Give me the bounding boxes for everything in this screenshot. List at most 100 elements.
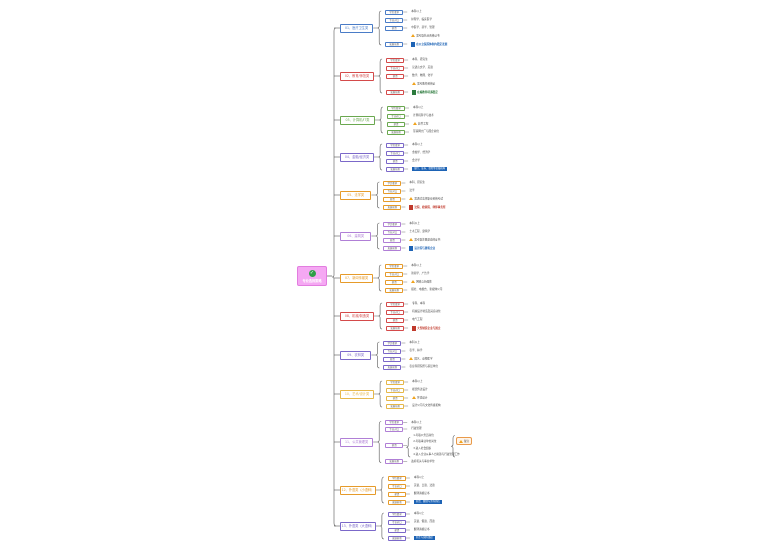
badge-label[interactable]: 外贸、翻译与涉外岗位 xyxy=(413,500,442,504)
leaf-text[interactable]: 4.进入企业从事人力资源与行政管理工作 xyxy=(413,453,460,457)
sub-node[interactable]: 薪资 xyxy=(387,121,405,127)
sub-node[interactable]: 薪资 xyxy=(385,279,404,285)
sub-node[interactable]: 发展前景 xyxy=(383,204,402,210)
leaf-text[interactable]: 本科以上 xyxy=(413,106,423,110)
badge-label[interactable]: 外企与国际组织 xyxy=(413,536,435,540)
sub-node[interactable]: 薪资 xyxy=(383,237,402,243)
leaf-text[interactable]: 本科以上 xyxy=(411,264,421,268)
leaf-text[interactable]: 机械设计制造及其自动化 xyxy=(412,310,441,314)
sub-node[interactable]: 专业对口 xyxy=(383,229,402,235)
sub-node[interactable]: 学历要求 xyxy=(386,301,405,307)
leaf-text[interactable]: 视觉传达设计 xyxy=(412,388,428,392)
topic-node[interactable]: 11、公共管理类 xyxy=(340,437,374,447)
sub-node[interactable]: 发展前景 xyxy=(386,89,405,95)
badge-label[interactable]: 银行、证券、保险等金融机构 xyxy=(412,167,448,171)
sub-node[interactable]: 发展前景 xyxy=(383,245,402,251)
topic-node[interactable]: 09、农林类 xyxy=(340,350,372,360)
topic-node[interactable]: 02、教育/师范类 xyxy=(340,71,375,81)
sub-node[interactable]: 学历要求 xyxy=(385,9,404,15)
leaf-text[interactable]: 中医学、药学、管理 xyxy=(411,26,434,30)
topic-node[interactable]: 01、医疗卫生类 xyxy=(340,23,374,33)
leaf-text[interactable]: 本科以上 xyxy=(414,476,424,480)
sub-node[interactable]: 学历要求 xyxy=(385,420,404,425)
leaf-text[interactable]: 农业科研院所与基层单位 xyxy=(409,365,438,369)
sub-node[interactable]: 薪资 xyxy=(386,158,405,164)
leaf-text[interactable]: 本科、研究生 xyxy=(409,181,425,185)
sub-node[interactable]: 专业对口 xyxy=(386,65,405,71)
sub-node[interactable]: 专业对口 xyxy=(386,150,405,156)
callout-note[interactable]: 备注 xyxy=(456,437,472,445)
leaf-text[interactable]: 本科、研究生 xyxy=(412,58,428,62)
sub-node[interactable]: 发展前景 xyxy=(387,535,406,541)
sub-node[interactable]: 发展前景 xyxy=(386,325,405,331)
leaf-text[interactable]: 本科以上 xyxy=(409,341,419,345)
leaf-text[interactable]: 土木工程、建筑学 xyxy=(409,230,430,234)
sub-node[interactable]: 薪资 xyxy=(386,73,405,79)
sub-node[interactable]: 薪资 xyxy=(383,356,402,362)
sub-node[interactable]: 薪资 xyxy=(385,25,404,31)
leaf-text[interactable]: 护理学、临床医学 xyxy=(411,18,432,22)
leaf-text[interactable]: 会计学 xyxy=(412,159,420,163)
sub-node[interactable]: 学历要求 xyxy=(385,263,404,269)
sub-node[interactable]: 发展前景 xyxy=(386,166,405,172)
sub-node[interactable]: 发展前景 xyxy=(385,287,404,293)
sub-node[interactable]: 学历要求 xyxy=(386,142,405,148)
topic-node[interactable]: 13、外语类（大语种） xyxy=(340,521,376,531)
sub-node[interactable]: 学历要求 xyxy=(387,105,405,111)
sub-node[interactable]: 发展前景 xyxy=(385,41,404,47)
leaf-text[interactable]: 翻译资格证书 xyxy=(414,528,430,532)
leaf-text[interactable]: 英语、俄语、西语 xyxy=(414,520,435,524)
topic-node[interactable]: 04、金融/经济类 xyxy=(340,152,375,162)
sub-node[interactable]: 发展前景 xyxy=(385,459,404,464)
leaf-text[interactable]: 数学、物理、化学 xyxy=(412,74,433,78)
sub-node[interactable]: 薪资 xyxy=(387,491,406,497)
sub-node[interactable]: 专业对口 xyxy=(383,188,402,194)
sub-node[interactable]: 薪资 xyxy=(387,527,406,533)
sub-node[interactable]: 专业对口 xyxy=(385,17,404,23)
leaf-text[interactable]: 园艺、动物医学 xyxy=(409,357,433,362)
leaf-text[interactable]: 本科以上 xyxy=(412,380,422,384)
leaf-text[interactable]: 本科以上 xyxy=(411,421,421,425)
topic-node[interactable]: 10、艺术/设计类 xyxy=(340,389,375,399)
sub-node[interactable]: 发展前景 xyxy=(387,499,406,505)
sub-node[interactable]: 专业对口 xyxy=(386,309,405,315)
sub-node[interactable]: 专业对口 xyxy=(385,271,404,277)
leaf-text[interactable]: 电气工程 xyxy=(412,318,422,322)
leaf-text[interactable]: 专科、本科 xyxy=(412,302,425,306)
leaf-text[interactable]: 网络与新媒体 xyxy=(411,280,432,285)
root-topic[interactable]: ✓ 专业选择策略 xyxy=(297,266,327,286)
sub-node[interactable]: 学历要求 xyxy=(387,511,406,517)
leaf-text[interactable]: 本科以上 xyxy=(412,143,422,147)
sub-node[interactable]: 学历要求 xyxy=(386,379,405,385)
leaf-text[interactable]: 计算机科学与技术 xyxy=(413,114,434,118)
logo-image[interactable]: 设计院与建筑企业 xyxy=(409,245,436,251)
sub-node[interactable]: 发展前景 xyxy=(383,364,402,370)
leaf-text[interactable]: 1.考取公务员岗位 xyxy=(413,434,434,438)
leaf-text[interactable]: 软件工程 xyxy=(413,122,428,127)
sub-node[interactable]: 发展前景 xyxy=(387,129,405,135)
logo-image[interactable]: 在公立医院体制内稳定发展 xyxy=(411,41,448,47)
sub-node[interactable]: 专业对口 xyxy=(385,426,404,432)
leaf-text[interactable]: 互联网大厂与国企岗位 xyxy=(413,130,439,134)
topic-node[interactable]: 03、计算机/IT类 xyxy=(340,115,375,125)
leaf-text[interactable]: 汉语言文学、英语 xyxy=(412,66,433,70)
logo-image[interactable]: 在编教师待遇稳定 xyxy=(412,89,439,95)
sub-node[interactable]: 专业对口 xyxy=(387,113,405,119)
sub-node[interactable]: 薪资 xyxy=(385,442,404,448)
topic-node[interactable]: 08、机械/制造类 xyxy=(340,311,375,321)
topic-node[interactable]: 06、建筑类 xyxy=(340,231,372,241)
topic-node[interactable]: 05、法学类 xyxy=(340,190,372,200)
leaf-text[interactable]: 金融学、经济学 xyxy=(412,151,430,155)
sub-node[interactable]: 学历要求 xyxy=(383,180,402,186)
leaf-text[interactable]: 法学 xyxy=(409,189,414,193)
sub-node[interactable]: 发展前景 xyxy=(386,403,405,409)
leaf-text[interactable]: 行政管理 xyxy=(411,427,421,431)
sub-node[interactable]: 学历要求 xyxy=(386,57,405,63)
topic-node[interactable]: 12、外语类（小语种） xyxy=(340,485,376,495)
sub-node[interactable]: 学历要求 xyxy=(383,221,402,227)
leaf-text[interactable]: 2.考取事业单位岗位 xyxy=(413,440,436,444)
leaf-text[interactable]: 设计公司与文化传媒机构 xyxy=(412,404,441,408)
leaf-text[interactable]: 本科以上 xyxy=(411,10,421,14)
logo-image[interactable]: 法院、检察院、律师事务所 xyxy=(409,204,446,210)
logo-image[interactable]: 大型制造企业与国企 xyxy=(412,325,441,331)
